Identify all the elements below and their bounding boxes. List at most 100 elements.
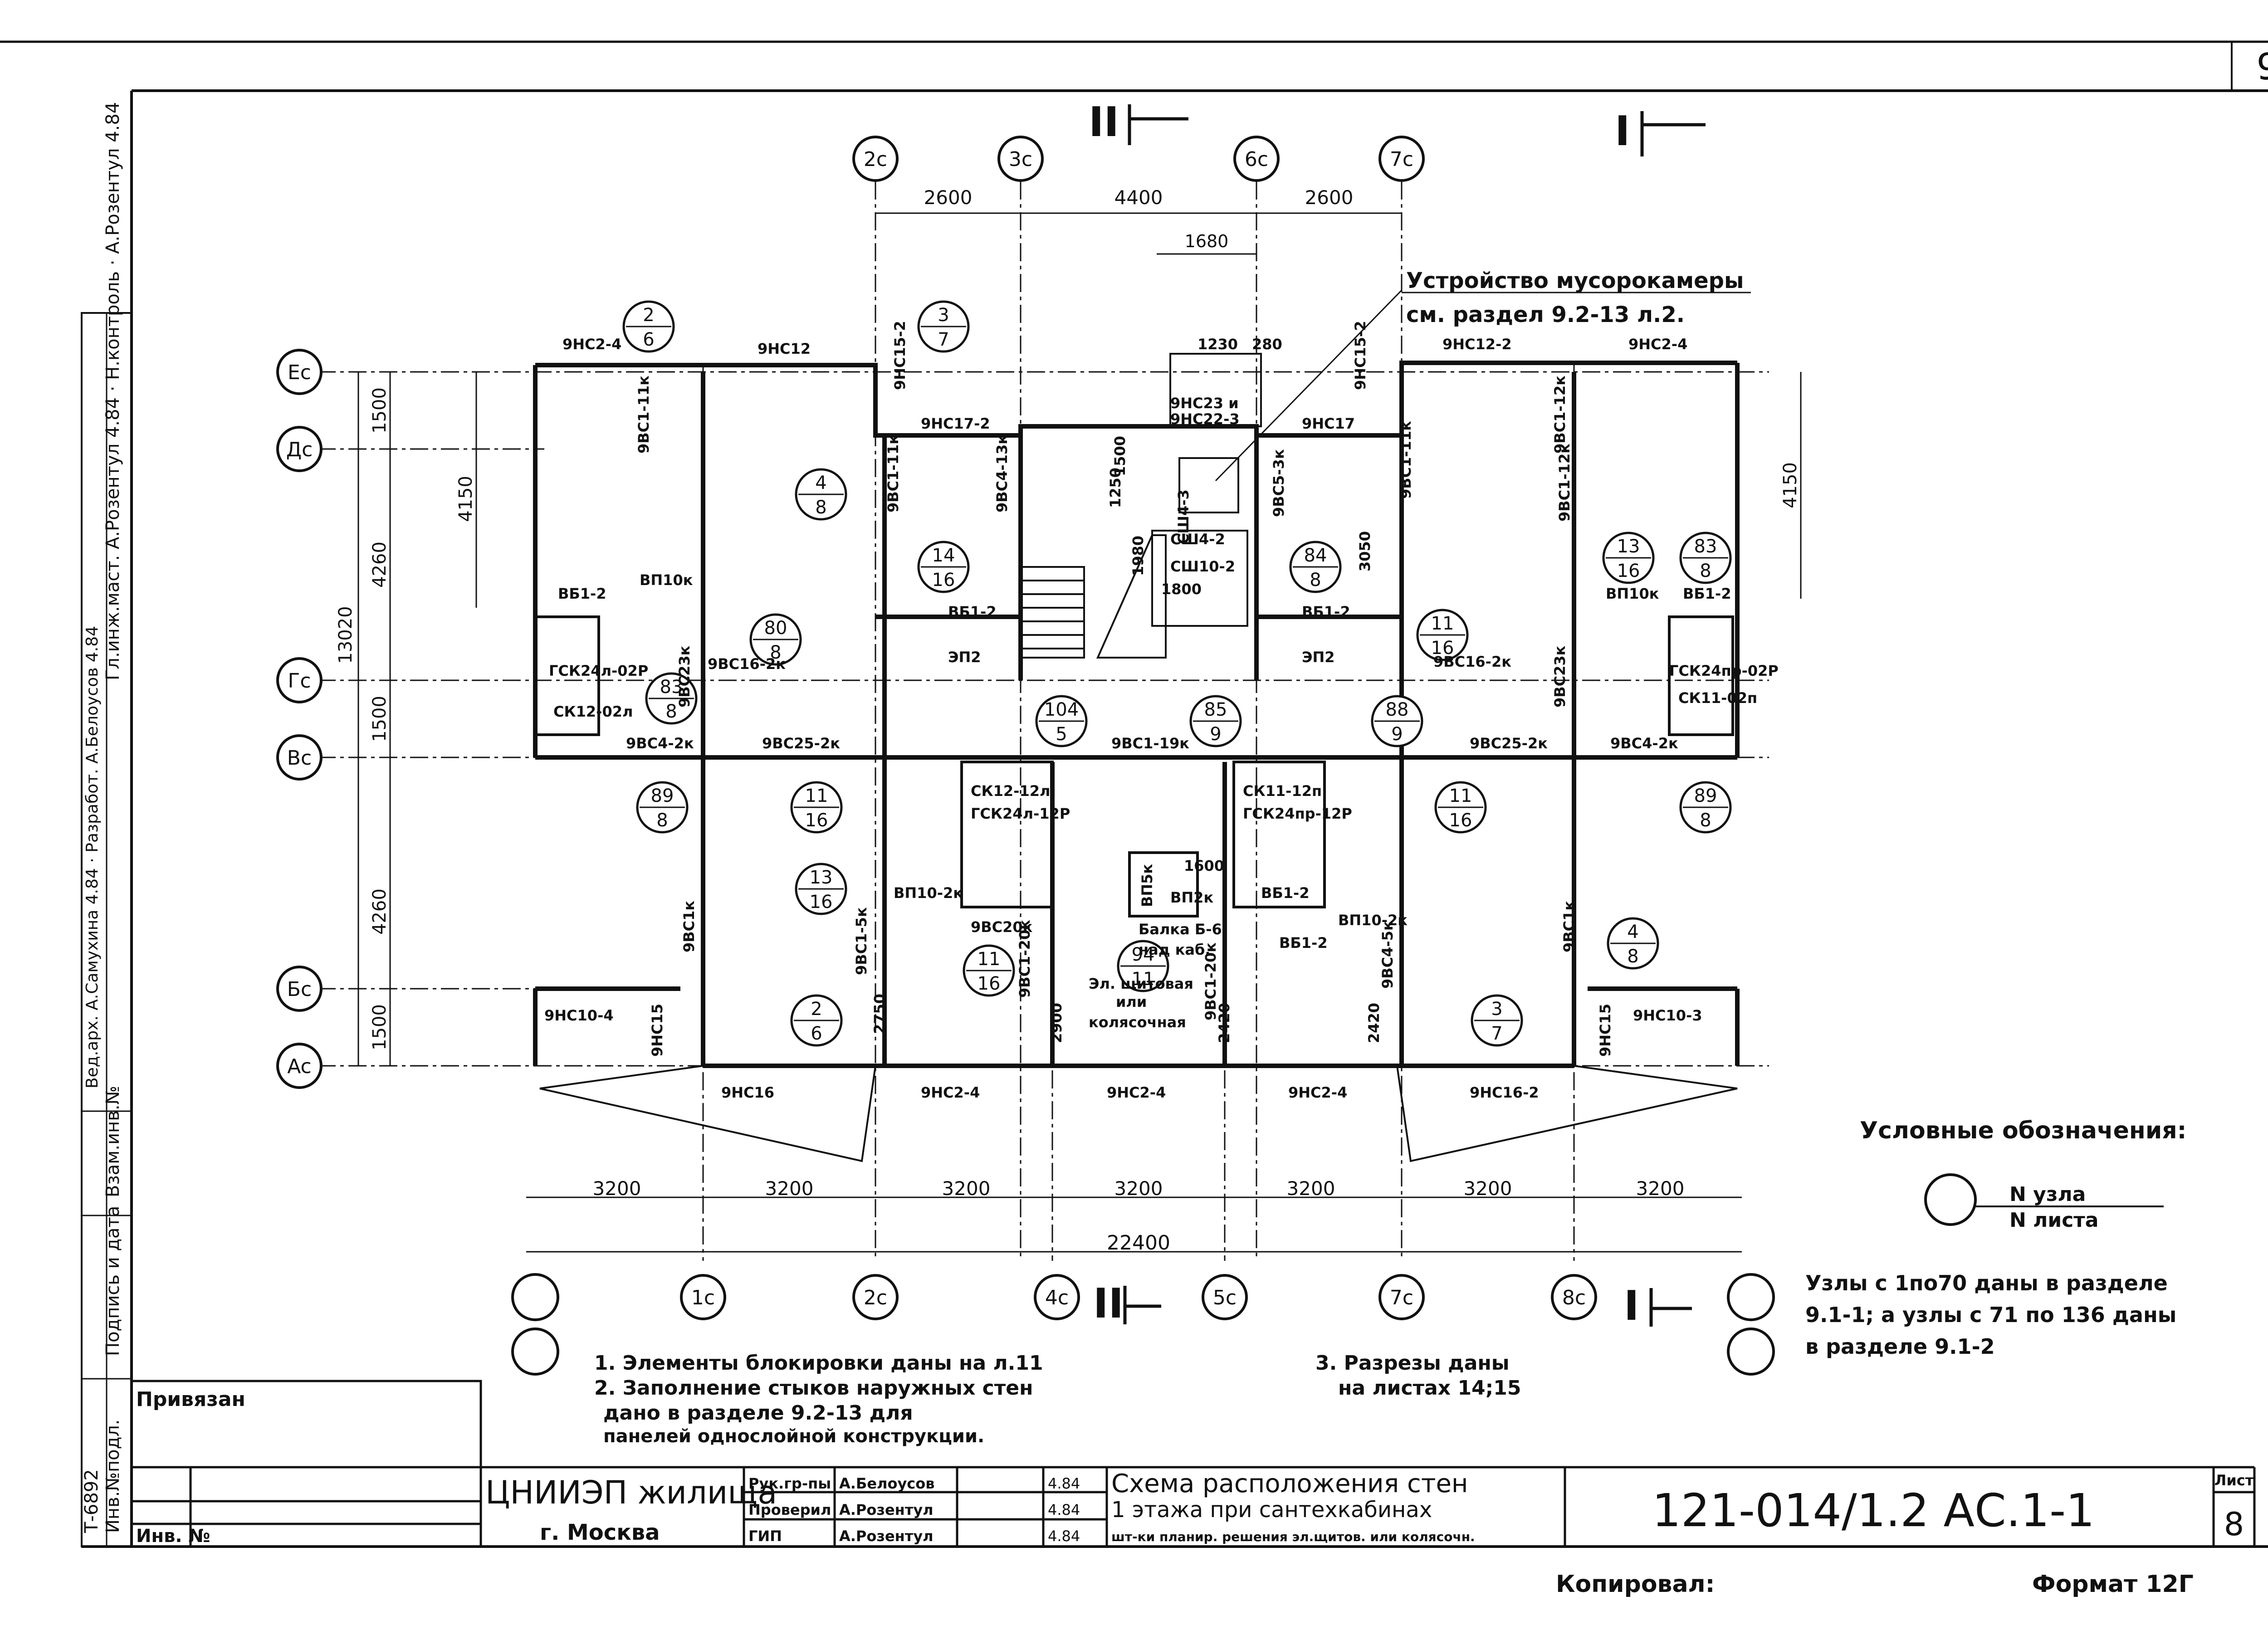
tb-date-2: 4.84 <box>1048 1501 1080 1518</box>
dim-top-3: 2600 <box>1305 186 1354 209</box>
node-bubble: 26 <box>622 300 675 353</box>
svg-text:84: 84 <box>1304 545 1327 566</box>
dim-bottom-total: 22400 <box>1107 1231 1170 1254</box>
dim-right-inner: 4150 <box>1780 462 1801 508</box>
svg-text:104: 104 <box>1044 699 1079 720</box>
panel-label: 9ВС1-11к <box>885 434 902 512</box>
stamp-col-inv: Инв.№подл. <box>103 1419 123 1533</box>
svg-text:6: 6 <box>643 329 654 350</box>
axis-bubble-top-1: 3c <box>997 136 1044 182</box>
svg-text:3: 3 <box>938 305 949 326</box>
panel-label: 9ВС5-3к <box>1270 449 1287 517</box>
tb-inv-label: Инв. № <box>136 1526 210 1547</box>
svg-text:16: 16 <box>932 570 955 591</box>
panel-label: ЭП2 <box>948 649 981 666</box>
svg-text:16: 16 <box>1449 810 1472 831</box>
legend-symbol <box>1924 1173 1977 1226</box>
dim-left-5: 1500 <box>369 1004 390 1050</box>
section-marker-bottom-ii: II <box>1093 1280 1124 1328</box>
axis-bubble-bottom-2: 4c <box>1034 1274 1080 1320</box>
svg-text:6c: 6c <box>1245 148 1268 171</box>
svg-text:16: 16 <box>810 892 833 913</box>
axis-bubble-bottom-0: 1c <box>680 1274 726 1320</box>
dim-top-1: 2600 <box>924 186 973 209</box>
axis-bubble-left-0: Ec <box>276 349 323 395</box>
node-bubble: 898 <box>636 781 689 834</box>
panel-label: 9ВС20к <box>971 918 1033 936</box>
tb-name-3: А.Розентул <box>839 1528 934 1545</box>
svg-text:11: 11 <box>1449 786 1472 806</box>
panel-label: 9ВС1-12к <box>1551 376 1569 454</box>
legend-text-2: 9.1-1; а узлы с 71 по 136 даны <box>1805 1303 2176 1327</box>
svg-text:Вc: Вc <box>287 747 312 770</box>
dim-left-1: 1500 <box>369 387 390 434</box>
panel-label: 9НС23 и <box>1170 395 1239 412</box>
svg-text:11: 11 <box>805 786 828 806</box>
panel-label: 9ВС16-2к <box>1433 653 1511 670</box>
node-bubble: 48 <box>795 468 847 521</box>
svg-text:4: 4 <box>815 473 826 493</box>
svg-text:8: 8 <box>815 497 826 518</box>
axis-bubble-left-3: Вc <box>276 734 323 781</box>
axis-bubble-empty-l2 <box>511 1328 559 1376</box>
panel-label: 9НС10-4 <box>544 1007 614 1024</box>
node-bubble: 26 <box>790 994 843 1047</box>
panel-label: 9НС22-3 <box>1170 410 1240 428</box>
page-number-box <box>2231 41 2268 92</box>
panel-label: ЭП2 <box>1302 649 1335 666</box>
stamp-inv-value: Т-6892 <box>81 1469 102 1533</box>
tb-date-3: 4.84 <box>1048 1528 1080 1545</box>
svg-text:8: 8 <box>1627 946 1638 967</box>
copied-by: Копировал: <box>1556 1571 1715 1598</box>
note-2b: дано в разделе 9.2-13 для <box>603 1401 913 1425</box>
svg-text:7c: 7c <box>1390 1286 1413 1309</box>
svg-text:8: 8 <box>656 810 668 831</box>
panel-label: 9ВС1к <box>1560 901 1578 952</box>
panel-label: 1980 <box>1129 536 1147 576</box>
panel-label: 1500 <box>1111 436 1129 476</box>
svg-text:16: 16 <box>1617 561 1640 581</box>
svg-text:9: 9 <box>1391 724 1403 745</box>
svg-text:8: 8 <box>770 642 781 663</box>
panel-label: 9ВС1-20к <box>1202 942 1219 1020</box>
panel-label: 9НС12-2 <box>1442 336 1512 353</box>
svg-text:2c: 2c <box>864 148 887 171</box>
axis-bubble-left-4: Бc <box>276 966 323 1012</box>
dim-left-4: 4260 <box>369 888 390 935</box>
svg-text:Ec: Ec <box>288 361 311 384</box>
node-bubble: 37 <box>917 300 970 353</box>
svg-text:5: 5 <box>1056 724 1067 745</box>
tb-bound-label: Привязан <box>136 1388 245 1411</box>
dim-top-2: 4400 <box>1114 186 1163 209</box>
stamp-col-replace: Взам.инв.№ <box>103 1086 123 1197</box>
tb-role-1: Рук.гр-пы <box>748 1475 831 1492</box>
axis-bubble-bottom-4: 7c <box>1378 1274 1425 1320</box>
stamp-col-sign: Подпись и дата <box>103 1206 123 1356</box>
svg-text:80: 80 <box>764 618 787 639</box>
svg-text:89: 89 <box>1694 786 1717 806</box>
svg-text:8c: 8c <box>1562 1286 1586 1309</box>
axis-bubble-top-0: 2c <box>852 136 899 182</box>
tb-name-2: А.Розентул <box>839 1501 934 1518</box>
dim-bottom-3: 3200 <box>942 1177 991 1200</box>
panel-label: 280 <box>1252 336 1282 353</box>
panel-label: 9ВС1-5к <box>853 907 870 975</box>
panel-label: ГСК24пр-02Р <box>1669 662 1779 679</box>
legend-node-top: N узла <box>2009 1183 2086 1206</box>
panel-label: 9НС10-3 <box>1633 1007 1702 1024</box>
svg-text:83: 83 <box>1694 536 1717 557</box>
panel-label: над каб. <box>1139 941 1211 958</box>
panel-label: 9НС2-4 <box>1107 1084 1166 1101</box>
svg-text:Ac: Ac <box>287 1055 312 1078</box>
panel-label: ГСК24л-12Р <box>971 805 1070 822</box>
panel-label: 9НС17-2 <box>921 415 990 432</box>
svg-text:11: 11 <box>1132 969 1155 990</box>
left-strip-row2: Вед.арх. А.Самухина 4.84 · Разработ. А.Б… <box>83 626 102 1088</box>
svg-text:Бc: Бc <box>287 978 312 1001</box>
